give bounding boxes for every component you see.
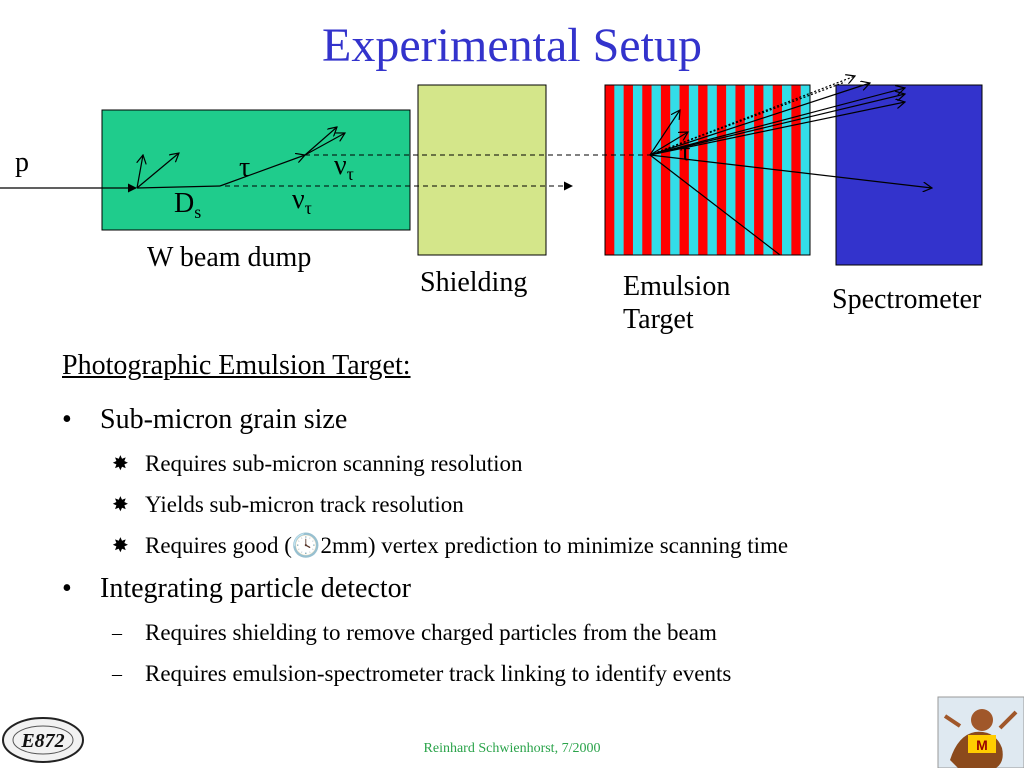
bullet-marker: ✸ xyxy=(112,494,129,516)
beam-dump-label: W beam dump xyxy=(147,242,312,273)
nu-tau-lower-label: ντ xyxy=(292,183,312,219)
emulsion-stripe xyxy=(754,85,764,255)
shielding-label: Shielding xyxy=(420,267,528,298)
emulsion-interaction-tracks xyxy=(649,83,932,256)
spectrometer-label: Spectrometer xyxy=(832,284,982,315)
bullet-text: Sub-micron grain size xyxy=(100,404,348,435)
sub-bullet-item: – Requires shielding to remove charged pa… xyxy=(112,615,788,656)
nu-lower-sub: τ xyxy=(304,198,312,218)
gopher-mascot-icon: M xyxy=(937,696,1024,768)
emulsion-stripe xyxy=(716,85,727,255)
bullet-marker: • xyxy=(62,573,72,604)
bullet-text: Requires shielding to remove charged par… xyxy=(145,620,717,645)
emulsion-stripe xyxy=(632,85,643,255)
emulsion-stripe xyxy=(660,85,671,255)
sub-bullet-item: ✸ Yields sub-micron track resolution xyxy=(112,487,788,528)
emulsion-stripe xyxy=(670,85,680,255)
emulsion-stripe xyxy=(735,85,746,255)
tau-label: τ xyxy=(239,152,251,183)
bullet-marker: ✸ xyxy=(112,453,129,475)
ds-label-main: D xyxy=(174,188,195,219)
bullet-item: • Integrating particle detector xyxy=(62,569,788,615)
nu-lower-main: ν xyxy=(292,184,305,215)
section-heading: Photographic Emulsion Target: xyxy=(62,350,411,381)
emulsion-stripe xyxy=(698,85,708,255)
emulsion-stripe xyxy=(623,85,634,255)
ds-decay-tracks xyxy=(136,127,345,189)
sub-bullet-item: ✸ Requires sub-micron scanning resolution xyxy=(112,446,788,487)
emulsion-stripe xyxy=(782,85,792,255)
sub-bullet-item: ✸ Requires good (🕓2mm) vertex prediction … xyxy=(112,528,788,569)
emulsion-stripe xyxy=(605,85,615,255)
emulsion-target-border xyxy=(604,84,811,256)
emulsion-stripe xyxy=(726,85,736,255)
emulsion-stripe xyxy=(707,85,718,255)
bullet-text: Requires emulsion-spectrometer track lin… xyxy=(145,661,732,686)
e872-logo-icon: E872 xyxy=(2,717,84,763)
slide-title: Experimental Setup xyxy=(322,19,702,72)
emulsion-stripe xyxy=(679,85,690,255)
emulsion-stripe xyxy=(651,85,662,255)
nu-upper-main: ν xyxy=(334,150,347,181)
bullet-item: • Sub-micron grain size xyxy=(62,400,788,446)
bullet-marker: – xyxy=(112,622,122,644)
emulsion-target xyxy=(605,85,811,255)
bullet-text: Integrating particle detector xyxy=(100,573,411,604)
emulsion-stripe xyxy=(642,85,652,255)
bullet-list: • Sub-micron grain size ✸ Requires sub-micr… xyxy=(62,400,788,697)
proton-label: p xyxy=(15,147,29,178)
emulsion-stripe xyxy=(614,85,624,255)
emulsion-stripe xyxy=(688,85,699,255)
emulsion-label-line2: Target xyxy=(623,304,694,336)
footer-credit: Reinhard Schwienhorst, 7/2000 xyxy=(423,741,601,756)
bullet-text: Yields sub-micron track resolution xyxy=(145,492,464,517)
bullet-marker: • xyxy=(62,404,72,435)
emulsion-stripe xyxy=(763,85,774,255)
nu-upper-sub: τ xyxy=(346,164,354,184)
spectrometer-block xyxy=(835,84,983,266)
ds-label: Ds xyxy=(174,187,201,223)
emulsion-label-line1: Emulsion xyxy=(623,271,731,302)
bullet-marker: – xyxy=(112,663,122,685)
bullet-text: Requires good (🕓2mm) vertex prediction t… xyxy=(145,533,789,558)
sub-bullet-item: – Requires emulsion-spectrometer track li… xyxy=(112,656,788,697)
shielding-block xyxy=(417,84,547,256)
emulsion-stripe xyxy=(744,85,755,255)
e872-logo-text: E872 xyxy=(20,730,64,752)
bullet-marker: ✸ xyxy=(112,535,129,557)
svg-text:M: M xyxy=(976,737,988,753)
emulsion-dotted-tracks xyxy=(649,76,855,156)
target-tau-label: τ xyxy=(680,137,691,166)
emulsion-stripe xyxy=(791,85,801,255)
nu-tau-upper-label: ντ xyxy=(334,149,354,185)
emulsion-stripe xyxy=(800,85,811,255)
ds-label-sub: s xyxy=(194,202,202,222)
beam-dump-block xyxy=(101,109,411,231)
bullet-text: Requires sub-micron scanning resolution xyxy=(145,451,523,476)
